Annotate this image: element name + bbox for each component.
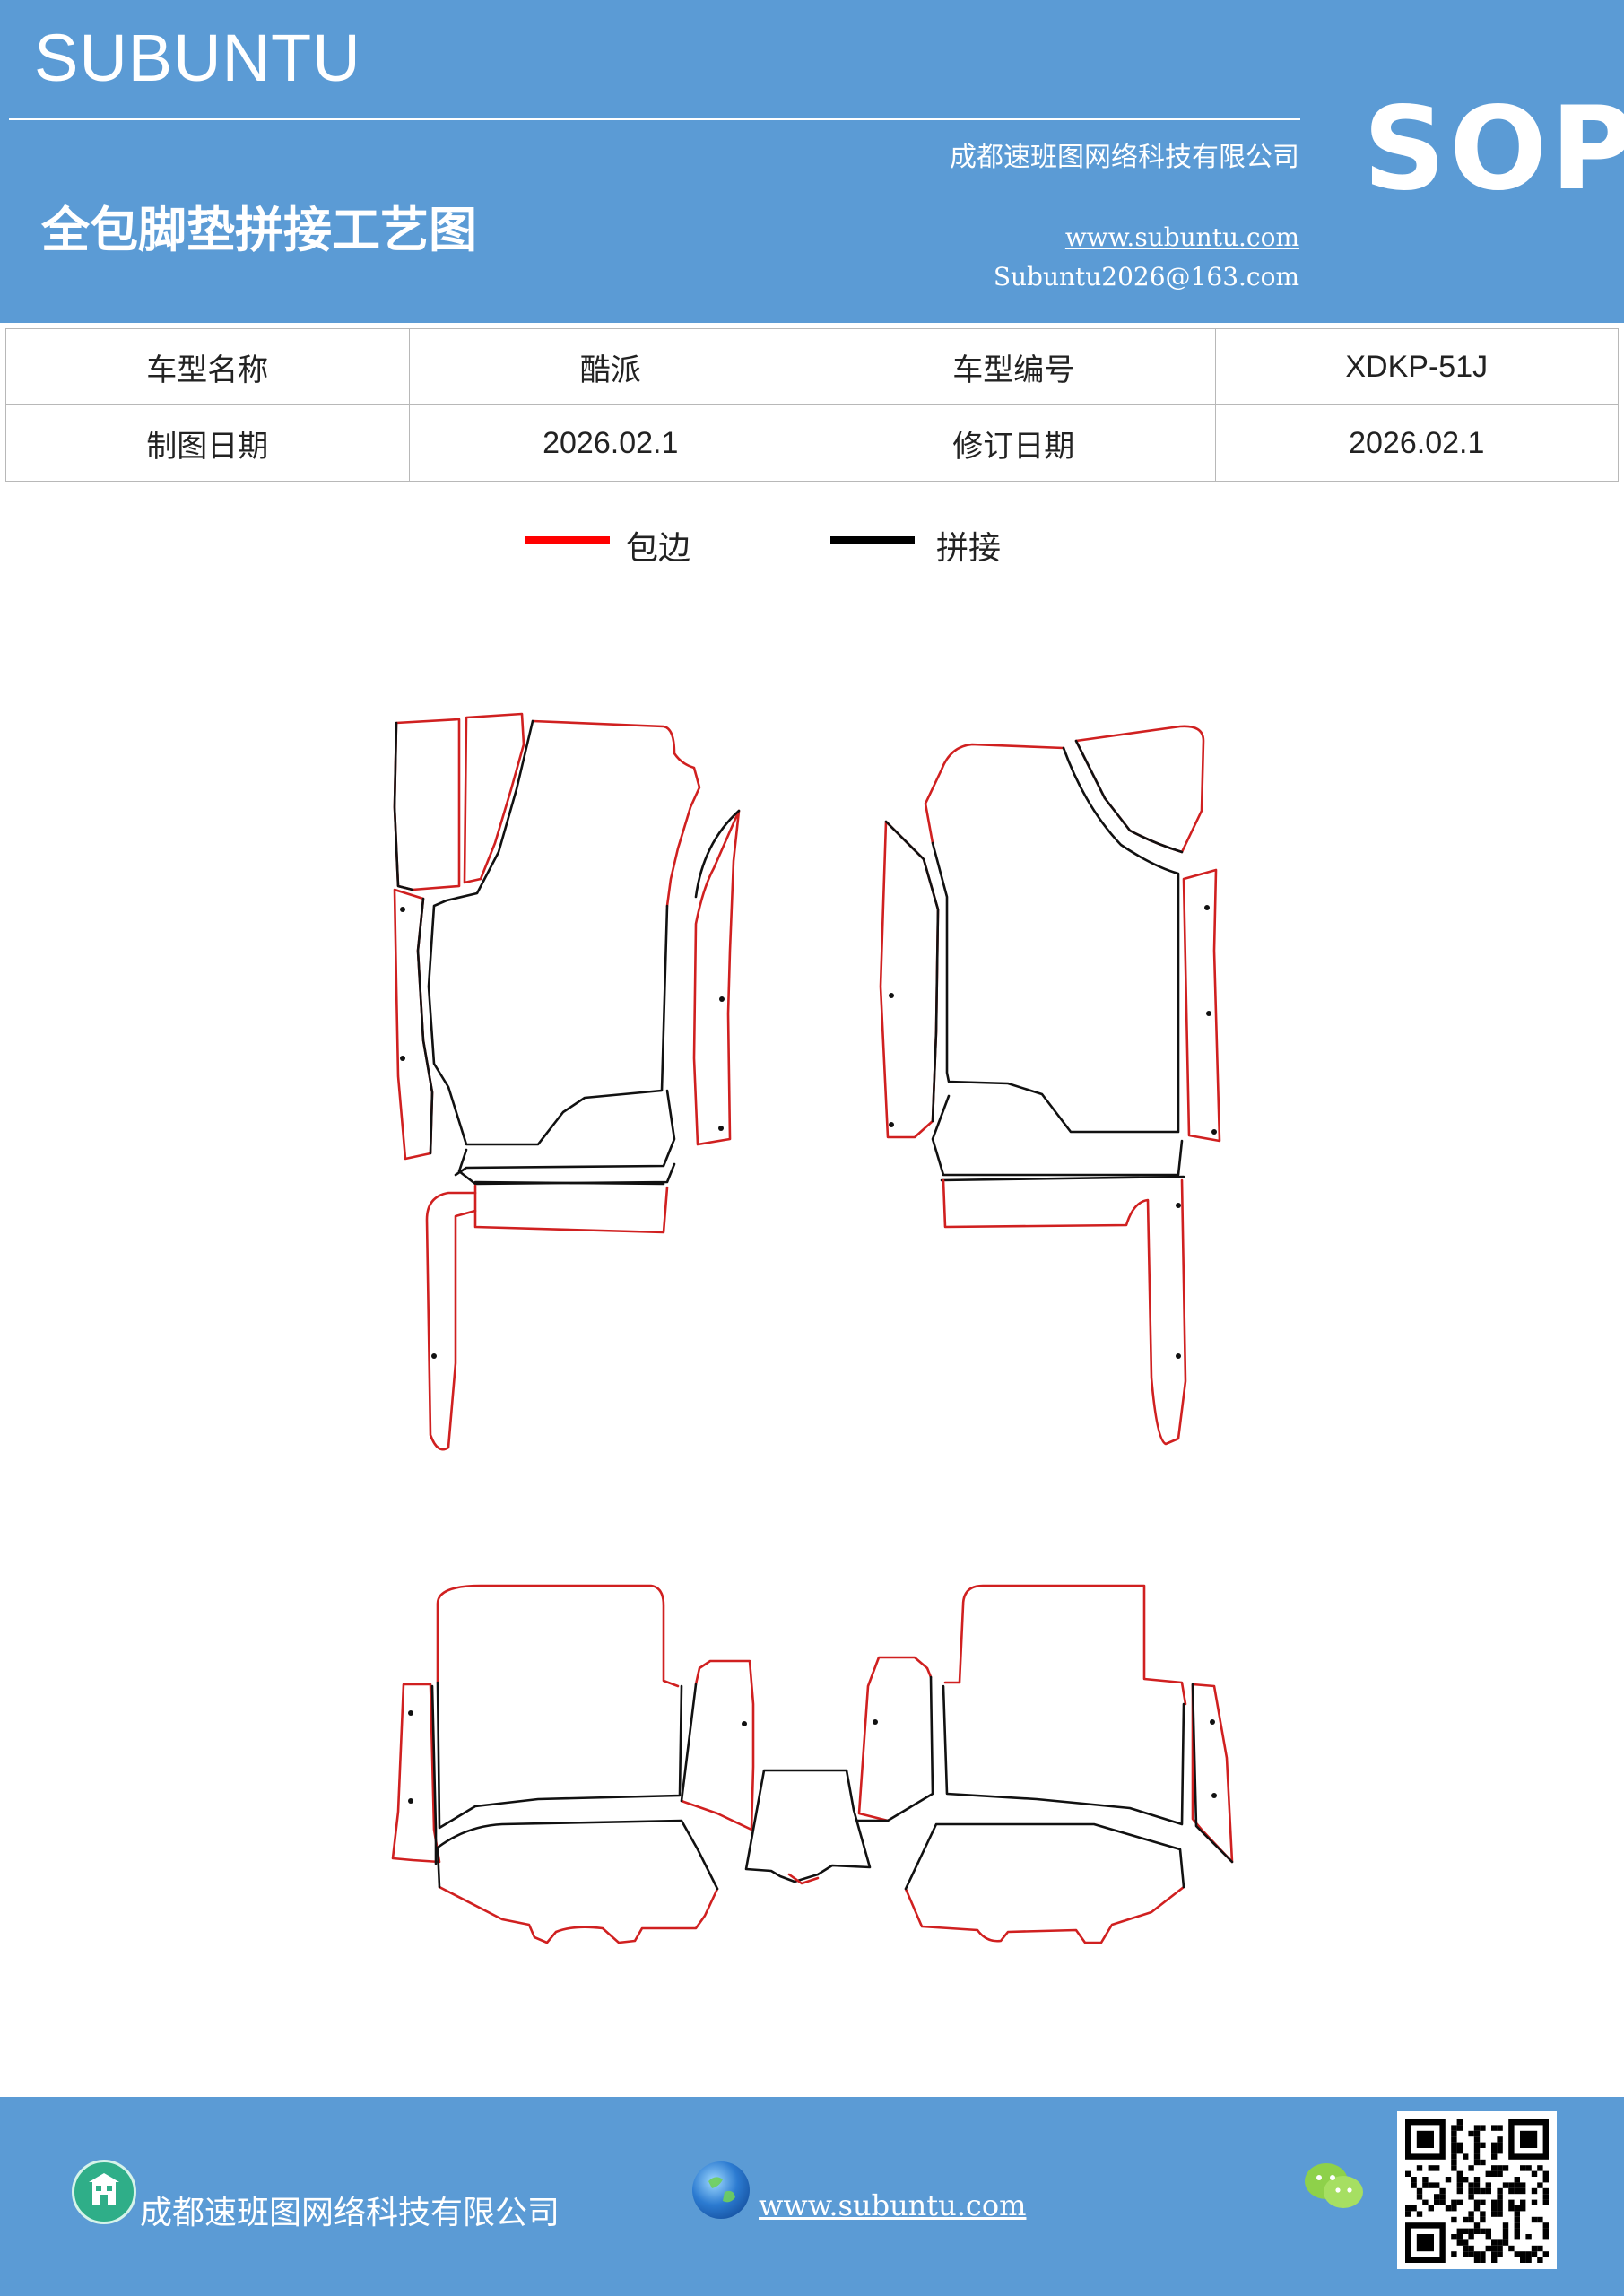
website-link[interactable]: www.subuntu.com: [1064, 222, 1299, 252]
mat-panel: [940, 1175, 1185, 1182]
mat-panel: [473, 1184, 669, 1234]
mat-panel: [931, 746, 1180, 1134]
mat-panel: [680, 1659, 755, 1831]
header-banner: SUBUNTU 成都速班图网络科技有限公司 全包脚垫拼接工艺图 www.subu…: [0, 0, 1624, 323]
mat-panel: [924, 743, 1065, 845]
mat-panel: [931, 1094, 1184, 1177]
brand-name: SUBUNTU: [34, 21, 361, 95]
mat-panel: [904, 1822, 1185, 1891]
qr-code-icon: [1397, 2111, 1557, 2269]
mat-panel: [531, 719, 701, 908]
mat-panel: [436, 1819, 719, 1891]
mat-panel: [943, 1584, 1187, 1706]
mat-panel: [457, 1148, 676, 1186]
mat-drawing: [391, 712, 1234, 1944]
sop-badge: SOP: [1363, 83, 1624, 216]
info-table-cell: 车型名称: [5, 328, 410, 405]
mat-panel: [680, 1683, 698, 1803]
mat-panel: [438, 1885, 719, 1944]
company-name: 成都速班图网络科技有限公司: [950, 142, 1299, 173]
mat-panel: [857, 1656, 933, 1822]
mat-panel: [391, 1683, 441, 1864]
info-table-cell: 修订日期: [812, 404, 1216, 482]
mat-rear-group: [391, 1584, 1234, 1944]
mat-panel: [436, 1681, 683, 1830]
mat-panel: [855, 1675, 934, 1822]
info-table-cell: XDKP-51J: [1214, 328, 1619, 405]
footer-website-link[interactable]: www.subuntu.com: [759, 2188, 1027, 2222]
info-table-cell: 车型编号: [812, 328, 1216, 405]
mat-panel: [1074, 725, 1205, 854]
mat-front-left-group: [393, 712, 741, 1451]
mat-panel: [393, 888, 434, 1161]
mat-panel: [1191, 1683, 1234, 1864]
header-divider: [9, 118, 1300, 120]
legend-label-binding: 包边: [626, 530, 691, 567]
mat-panel: [416, 897, 434, 1155]
mat-panel: [744, 1769, 872, 1883]
mat-panel: [1182, 868, 1221, 1143]
info-table-cell: 制图日期: [5, 404, 410, 482]
mat-panel: [473, 1180, 665, 1186]
footer-company-name: 成都速班图网络科技有限公司: [140, 2195, 560, 2231]
mat-panel: [879, 820, 940, 1139]
building-icon: [72, 2160, 136, 2224]
mat-panel: [692, 809, 741, 1146]
mat-panel: [393, 718, 461, 891]
mat-panel: [942, 1684, 1185, 1826]
footer-banner: 成都速班图网络科技有限公司 www.subuntu.com: [0, 2097, 1624, 2296]
mat-panel: [904, 1885, 1185, 1944]
mat-panel: [430, 1684, 438, 1866]
page-title: 全包脚垫拼接工艺图: [41, 201, 477, 258]
globe-icon: [692, 2161, 750, 2219]
legend: 包边 拼接: [0, 520, 1624, 574]
mat-panel: [694, 809, 741, 899]
legend-swatch-splice: [830, 536, 915, 544]
mat-panel: [393, 721, 414, 891]
mat-panel: [942, 1178, 1187, 1446]
mat-panel: [436, 1584, 680, 1688]
mat-panel: [454, 1089, 676, 1177]
info-table-cell: 2026.02.1: [408, 404, 812, 482]
email-address: Subuntu2026@163.com: [993, 262, 1299, 291]
legend-label-splice: 拼接: [936, 530, 1002, 567]
mat-panel: [787, 1873, 820, 1885]
mat-panel: [427, 719, 669, 1146]
mat-panel: [1074, 739, 1184, 854]
mat-panel: [463, 712, 525, 884]
mat-panel: [1191, 1683, 1234, 1864]
mat-panel: [884, 820, 940, 1123]
info-table-cell: 2026.02.1: [1214, 404, 1619, 482]
info-table-cell: 酷派: [408, 328, 812, 405]
mat-panel: [425, 1191, 477, 1451]
mat-front-right-group: [879, 725, 1221, 1446]
wechat-icon: [1302, 2158, 1367, 2215]
legend-swatch-binding: [525, 536, 610, 544]
